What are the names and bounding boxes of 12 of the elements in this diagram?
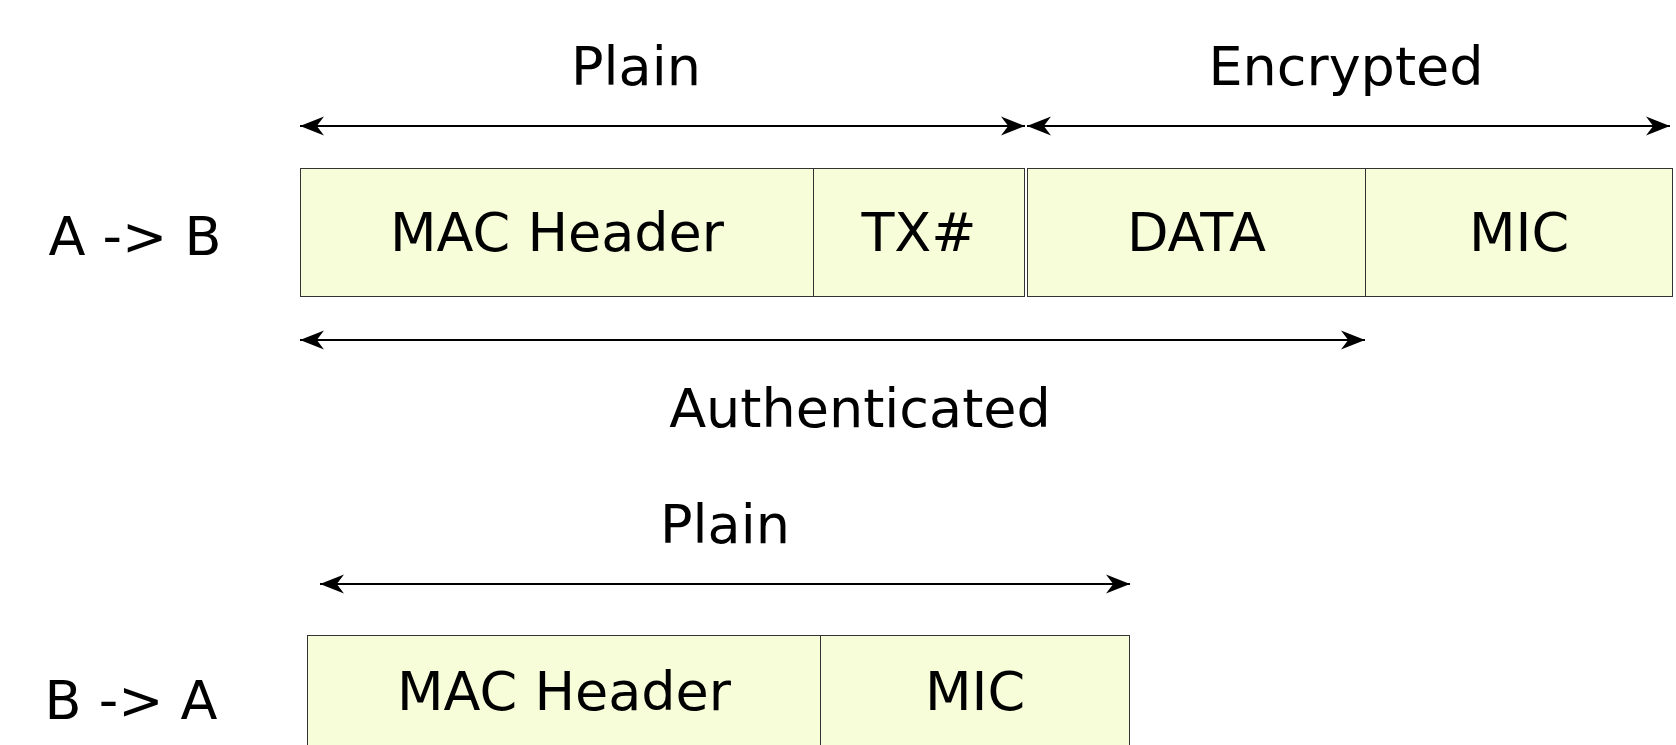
frame-field: MAC Header: [307, 635, 821, 745]
direction-label: B -> A: [44, 668, 218, 732]
span-label: Encrypted: [1208, 34, 1484, 98]
span-label: Plain: [660, 492, 790, 556]
frame-field: MIC: [820, 635, 1130, 745]
frame-field: MIC: [1365, 168, 1673, 297]
frame-field: MAC Header: [300, 168, 814, 297]
span-label: Authenticated: [669, 376, 1051, 440]
frame-field: DATA: [1027, 168, 1366, 297]
span-label: Plain: [571, 34, 701, 98]
frame-field: TX#: [813, 168, 1025, 297]
direction-label: A -> B: [48, 204, 222, 268]
